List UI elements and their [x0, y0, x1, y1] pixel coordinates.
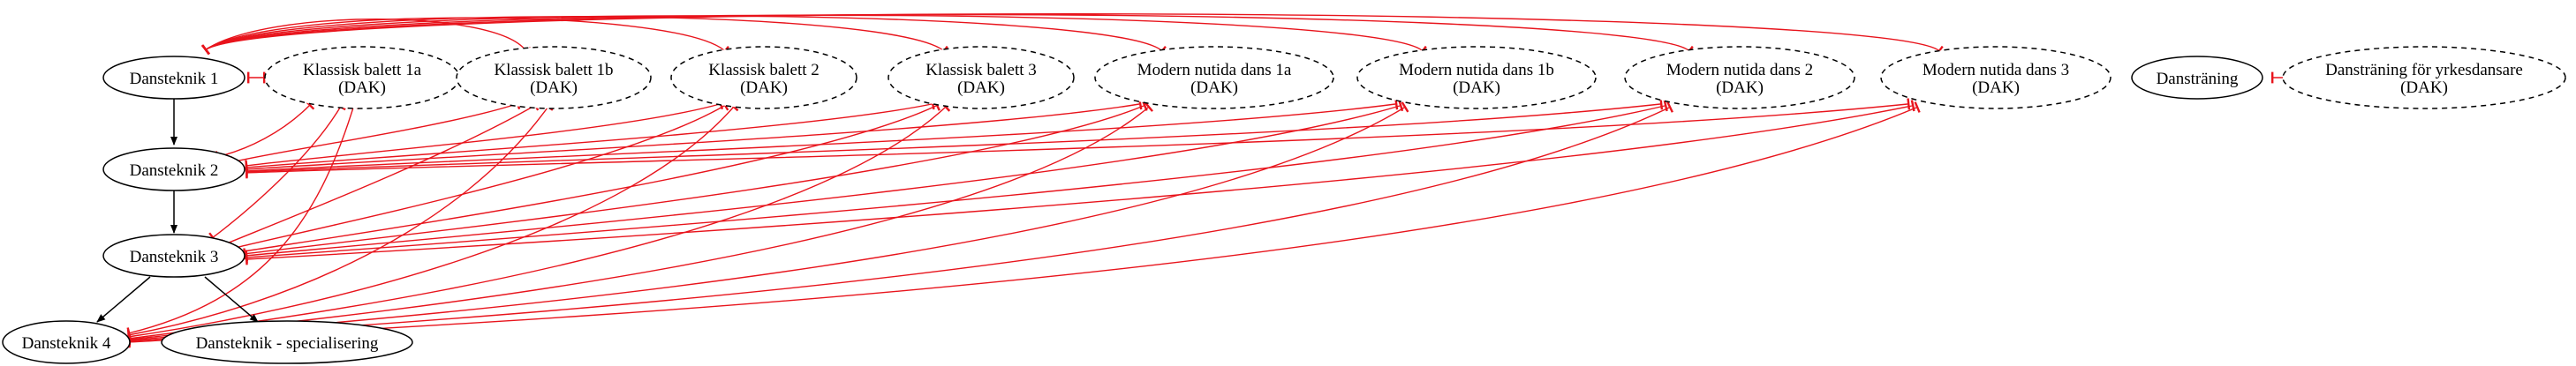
node-klassisk-balett-1a[interactable]: Klassisk balett 1a (DAK)	[264, 46, 460, 109]
node-label: Dansteknik 4	[22, 334, 111, 353]
node-label: Modern nutida dans 2	[1666, 61, 1813, 79]
node-label: Dansteknik 3	[130, 248, 219, 266]
node-label: Dansteknik 2	[130, 161, 219, 180]
node-sublabel: (DAK)	[1972, 78, 2020, 97]
node-label: Modern nutida dans 1a	[1137, 61, 1292, 79]
node-sublabel: (DAK)	[1453, 78, 1500, 97]
edge-d3-d4	[96, 276, 151, 323]
edge-mn1a-d1	[201, 15, 1167, 56]
node-modern-nutida-dans-1a[interactable]: Modern nutida dans 1a (DAK)	[1094, 46, 1334, 109]
nodes: Dansteknik 1 Dansteknik 2 Dansteknik 3 D…	[2, 46, 2566, 364]
node-sublabel: (DAK)	[338, 78, 386, 97]
node-modern-nutida-dans-1b[interactable]: Modern nutida dans 1b (DAK)	[1356, 46, 1597, 109]
edge-mn1b-d4	[127, 101, 1409, 347]
node-label: Klassisk balett 2	[708, 61, 820, 79]
node-label: Dansträning	[2157, 70, 2239, 88]
node-label: Modern nutida dans 1b	[1399, 61, 1554, 79]
node-sublabel: (DAK)	[740, 78, 788, 97]
node-danstraning-yrkesdansare[interactable]: Dansträning för yrkesdansare (DAK)	[2282, 46, 2566, 109]
edge-kb3-d2	[245, 98, 935, 174]
node-label: Klassisk balett 3	[925, 61, 1037, 79]
node-label: Klassisk balett 1a	[303, 61, 422, 79]
node-dansteknik-4[interactable]: Dansteknik 4	[2, 320, 131, 364]
edge-mn3-d1	[201, 13, 1944, 56]
node-danstraning[interactable]: Dansträning	[2131, 56, 2263, 100]
node-sublabel: (DAK)	[957, 78, 1005, 97]
edge-d3-ds	[204, 276, 259, 323]
node-dansteknik-2[interactable]: Dansteknik 2	[102, 147, 246, 191]
node-klassisk-balett-1b[interactable]: Klassisk balett 1b (DAK)	[456, 46, 652, 109]
node-sublabel: (DAK)	[530, 78, 578, 97]
edge-mn3-d3	[245, 100, 1915, 265]
edge-mn1b-d2	[245, 98, 1399, 177]
solid-edges	[96, 98, 259, 323]
node-label: Dansteknik - specialisering	[196, 334, 379, 353]
edge-mn1a-d4	[127, 101, 1153, 346]
node-modern-nutida-dans-2[interactable]: Modern nutida dans 2 (DAK)	[1624, 46, 1855, 109]
node-label: Dansteknik 1	[130, 70, 219, 88]
node-klassisk-balett-2[interactable]: Klassisk balett 2 (DAK)	[670, 46, 857, 109]
node-dansteknik-specialisering[interactable]: Dansteknik - specialisering	[161, 320, 413, 364]
node-dansteknik-1[interactable]: Dansteknik 1	[102, 56, 246, 100]
node-klassisk-balett-3[interactable]: Klassisk balett 3 (DAK)	[888, 46, 1075, 109]
node-label: Dansträning för yrkesdansare	[2325, 61, 2523, 79]
node-label: Klassisk balett 1b	[494, 61, 613, 79]
node-modern-nutida-dans-3[interactable]: Modern nutida dans 3 (DAK)	[1880, 46, 2111, 109]
node-label: Modern nutida dans 3	[1923, 61, 2069, 79]
node-sublabel: (DAK)	[2400, 78, 2448, 97]
edge-kb1b-d1	[201, 19, 532, 56]
node-dansteknik-3[interactable]: Dansteknik 3	[102, 234, 246, 278]
node-sublabel: (DAK)	[1716, 78, 1764, 97]
edge-mn1b-d1	[201, 14, 1427, 56]
node-sublabel: (DAK)	[1190, 78, 1238, 97]
